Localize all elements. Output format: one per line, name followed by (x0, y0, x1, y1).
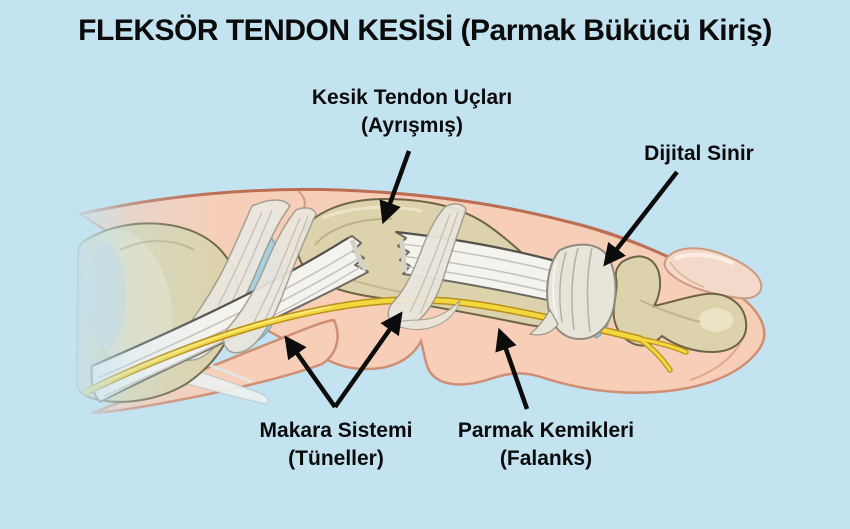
label-cut-tendon-ends: Kesik Tendon Uçları (Ayrışmış) (312, 84, 512, 140)
label-line-2: (Falanks) (499, 447, 593, 470)
label-line-1: Makara Sistemi (259, 419, 413, 442)
pulley-band-distal-strap (387, 203, 467, 330)
pulley-ring-distal (528, 243, 617, 341)
label-line-1: Parmak Kemikleri (457, 419, 635, 442)
label-line-1: Dijital Sinir (644, 142, 754, 165)
annotation-arrows (284, 150, 679, 410)
label-pulley-system: Makara Sistemi (Tüneller) (260, 417, 413, 473)
label-line-1: Kesik Tendon Uçları (311, 86, 513, 109)
skin-top-line (79, 187, 677, 263)
pulley-band-middle (222, 207, 317, 354)
label-digital-nerve: Dijital Sinir (644, 140, 754, 168)
fingernail (663, 247, 763, 300)
digital-nerve (82, 296, 689, 396)
label-line-2: (Ayrışmış) (361, 114, 463, 137)
label-line-2: (Tüneller) (288, 447, 384, 470)
arrow-finger-bones (495, 327, 530, 410)
page-title: FLEKSÖR TENDON KESİSİ (Parmak Bükücü Kir… (78, 14, 772, 47)
cut-end-face (349, 239, 369, 272)
cut-end-face (398, 239, 408, 273)
arrow-pulley-right (333, 311, 403, 409)
arrow-pulley-left (284, 335, 337, 409)
arrow-digital-nerve (603, 170, 679, 267)
label-finger-bones: Parmak Kemikleri (Falanks) (458, 417, 634, 473)
arrow-cut-tendon-ends (379, 150, 412, 225)
